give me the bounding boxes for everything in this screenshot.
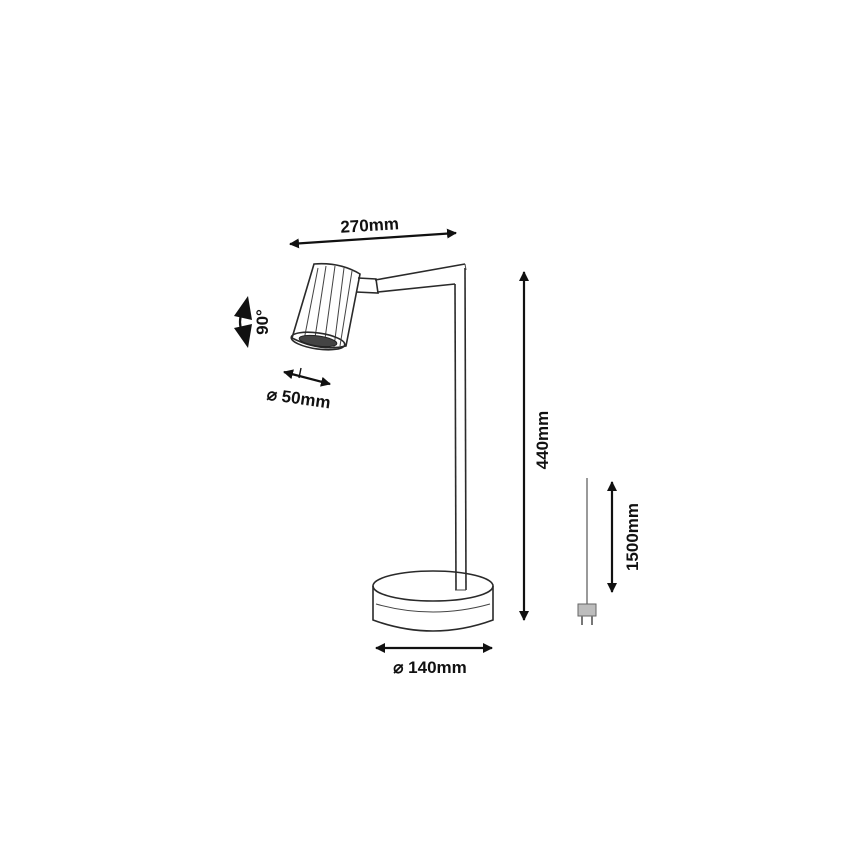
- head-diameter-arrow: [283, 369, 331, 387]
- height-dimension: 440mm: [519, 271, 552, 621]
- cable-length-dimension: 1500mm: [607, 481, 642, 593]
- rotation-dimension: 90°: [234, 296, 272, 348]
- base-diameter-label: ⌀ 140mm: [393, 658, 467, 677]
- lamp-stem: [454, 267, 467, 591]
- lamp-base: [372, 570, 494, 632]
- head-diameter-label: ⌀ 50mm: [266, 385, 332, 413]
- power-cable: [577, 478, 597, 625]
- arm-length-label: 270mm: [340, 214, 400, 237]
- lamp-drawing: [290, 262, 597, 632]
- lamp-head: [290, 262, 361, 351]
- head-diameter-tick: [298, 367, 302, 379]
- arm-length-arrow: [289, 228, 457, 249]
- rotation-arrowhead-top: [234, 296, 252, 320]
- head-diameter-dimension: ⌀ 50mm: [266, 367, 332, 413]
- rotation-arrowhead-bottom: [234, 324, 252, 348]
- cable-length-label: 1500mm: [623, 503, 642, 571]
- rotation-label: 90°: [253, 309, 272, 335]
- height-label: 440mm: [533, 411, 552, 470]
- lamp-arm: [355, 263, 467, 294]
- base-diameter-dimension: ⌀ 140mm: [375, 643, 493, 677]
- arm-length-dimension: 270mm: [289, 214, 457, 249]
